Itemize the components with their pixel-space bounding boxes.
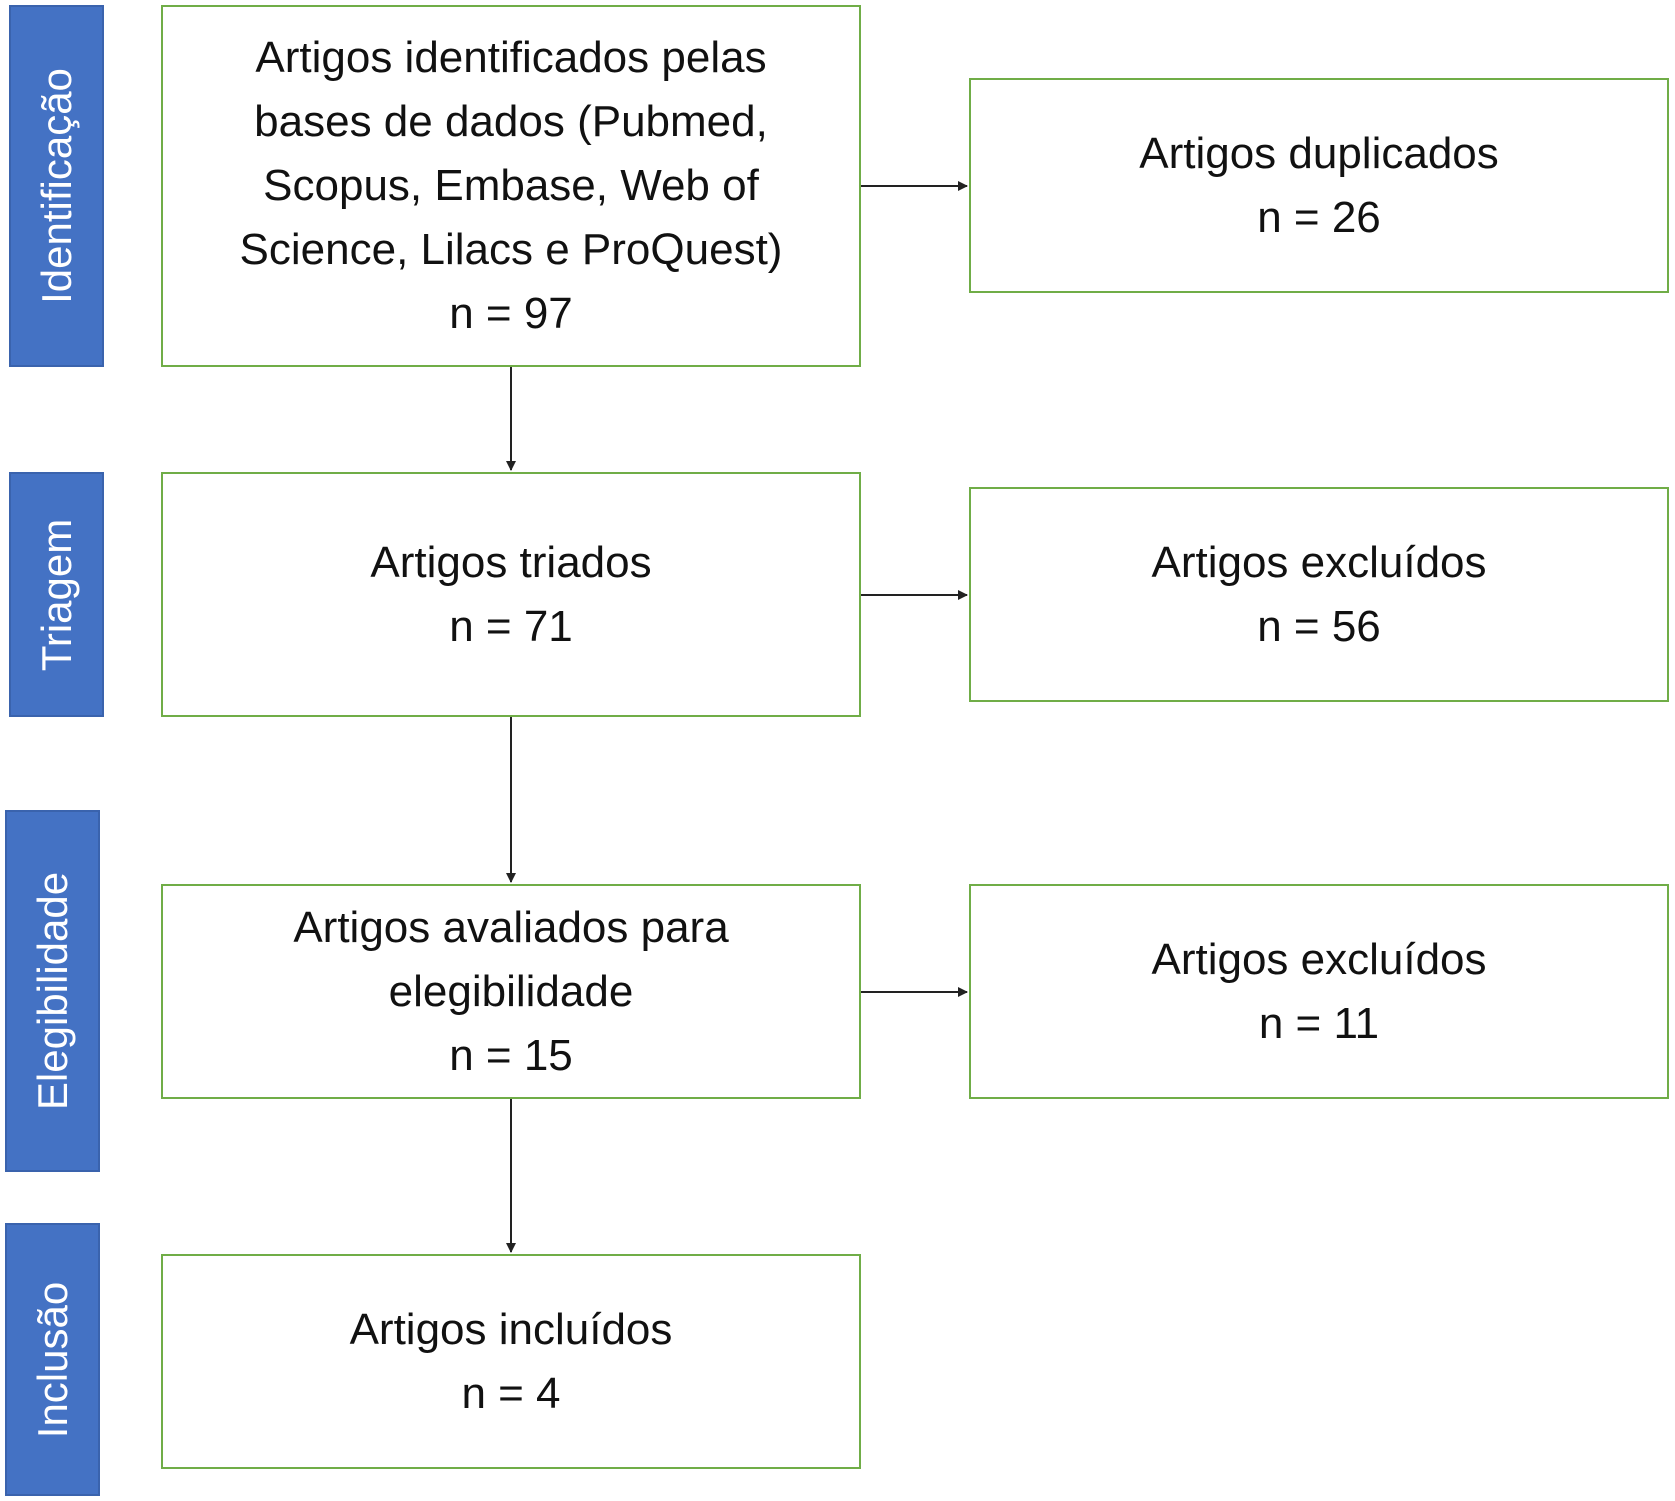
box-included-articles: Artigos incluídos n = 4	[161, 1254, 861, 1469]
stage-identification: Identificação	[9, 5, 104, 367]
box-line: Science, Lilacs e ProQuest)	[239, 225, 783, 274]
box-count: n = 97	[449, 289, 573, 338]
box-count: n = 15	[449, 1030, 573, 1080]
box-screened-articles: Artigos triados n = 71	[161, 472, 861, 717]
box-excluded-eligibility: Artigos excluídos n = 11	[969, 884, 1669, 1099]
box-identified-articles: Artigos identificados pelas bases de dad…	[161, 5, 861, 367]
box-line: Scopus, Embase, Web of	[263, 161, 759, 210]
box-eligibility-assessed: Artigos avaliados para elegibilidade n =…	[161, 884, 861, 1099]
box-line: elegibilidade	[388, 966, 634, 1016]
stage-screening-label: Triagem	[32, 518, 80, 671]
stage-identification-label: Identificação	[32, 68, 80, 304]
box-count: n = 26	[1257, 192, 1381, 242]
box-line: Artigos excluídos	[1151, 934, 1487, 984]
box-excluded-screening: Artigos excluídos n = 56	[969, 487, 1669, 702]
box-count: n = 4	[461, 1368, 561, 1418]
box-line: Artigos identificados pelas	[255, 33, 767, 82]
stage-inclusion-label: Inclusão	[28, 1281, 76, 1438]
box-line: Artigos excluídos	[1151, 537, 1487, 587]
box-count: n = 71	[449, 601, 573, 651]
stage-inclusion: Inclusão	[5, 1223, 100, 1496]
box-count: n = 56	[1257, 601, 1381, 651]
stage-eligibility: Elegibilidade	[5, 810, 100, 1172]
box-line: Artigos avaliados para	[293, 902, 729, 952]
box-line: bases de dados (Pubmed,	[254, 97, 768, 146]
stage-screening: Triagem	[9, 472, 104, 717]
box-line: Artigos incluídos	[349, 1304, 673, 1354]
box-duplicate-articles: Artigos duplicados n = 26	[969, 78, 1669, 293]
stage-eligibility-label: Elegibilidade	[28, 871, 76, 1111]
box-count: n = 11	[1258, 998, 1380, 1048]
box-line: Artigos duplicados	[1139, 128, 1499, 178]
box-line: Artigos triados	[370, 537, 652, 587]
